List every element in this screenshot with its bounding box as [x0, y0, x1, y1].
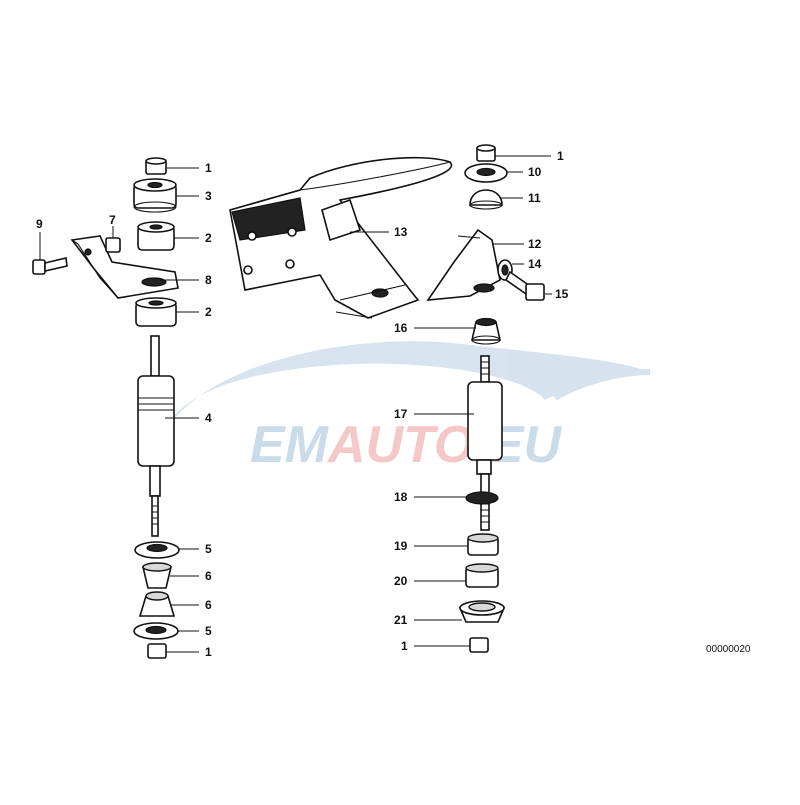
part-washer-5-lower [133, 622, 179, 640]
callout-right-20: 20 [394, 574, 408, 588]
callout-left-7: 7 [109, 213, 116, 227]
callout-left-8: 8 [205, 273, 212, 287]
callout-left-5-lower: 5 [205, 624, 212, 638]
part-washer-10 [464, 163, 508, 183]
callout-left-2-lower: 2 [205, 305, 212, 319]
callout-left-1-bottom: 1 [205, 645, 212, 659]
part-bushing-19 [467, 533, 499, 556]
callout-right-11: 11 [528, 191, 541, 205]
part-rubber-6-upper [141, 562, 173, 589]
callout-right-16: 16 [394, 321, 408, 335]
watermark: EMAUTO.EU [160, 341, 651, 474]
part-rubber-11 [469, 189, 503, 210]
part-bracket-13 [229, 156, 453, 319]
callout-right-21: 21 [394, 613, 408, 627]
right-callout-labels: 1 10 11 13 12 14 15 16 17 18 19 20 21 1 [394, 149, 569, 653]
callout-right-17: 17 [394, 407, 408, 421]
part-nut-bottom-left [147, 643, 167, 659]
part-washer-5-upper [134, 541, 180, 559]
part-damper-4 [137, 335, 175, 537]
callout-right-1-bottom: 1 [401, 639, 408, 653]
part-nut-top-left [145, 157, 167, 175]
callout-left-6-upper: 6 [205, 569, 212, 583]
leader-lines [39, 155, 552, 653]
callout-right-15: 15 [555, 287, 569, 301]
callout-right-18: 18 [394, 490, 408, 504]
part-nut-bottom-right [469, 637, 489, 653]
part-bushing-20 [465, 563, 499, 588]
callout-left-6-lower: 6 [205, 598, 212, 612]
callout-right-19: 19 [394, 539, 408, 553]
svg-text:EMAUTO.EU: EMAUTO.EU [250, 416, 563, 474]
diagram-reference-number: 00000020 [706, 644, 751, 655]
callout-right-1-top: 1 [557, 149, 564, 163]
part-bushing-3 [133, 178, 177, 213]
part-washer-18 [465, 491, 499, 505]
callout-left-2-upper: 2 [205, 231, 212, 245]
part-bushing-2-lower [135, 297, 177, 327]
callout-right-10: 10 [528, 165, 542, 179]
part-rubber-6-lower [138, 591, 176, 617]
callout-left-4: 4 [205, 411, 212, 425]
callout-left-9: 9 [36, 217, 43, 231]
part-nut-top-right [476, 144, 496, 162]
watermark-text-2: AUTO [326, 416, 474, 474]
callout-left-3: 3 [205, 189, 212, 203]
callout-left-1-top: 1 [205, 161, 212, 175]
part-bolt-9 [32, 257, 68, 275]
part-bracket-12 [426, 228, 501, 301]
part-bolt-15 [504, 270, 545, 301]
left-callout-labels: 1 3 2 7 9 8 2 4 5 6 6 5 1 [36, 161, 212, 659]
part-bushing-2-upper [137, 221, 175, 251]
callout-right-14: 14 [528, 257, 542, 271]
left-assembly [32, 157, 180, 659]
watermark-text-1: EM [250, 416, 330, 474]
right-assembly [426, 144, 545, 653]
part-nut-7 [105, 237, 121, 253]
callout-right-12: 12 [528, 237, 542, 251]
part-rubber-16 [471, 317, 501, 345]
callout-center-13: 13 [394, 225, 408, 239]
part-cup-21 [458, 600, 506, 623]
callout-left-5-upper: 5 [205, 542, 212, 556]
